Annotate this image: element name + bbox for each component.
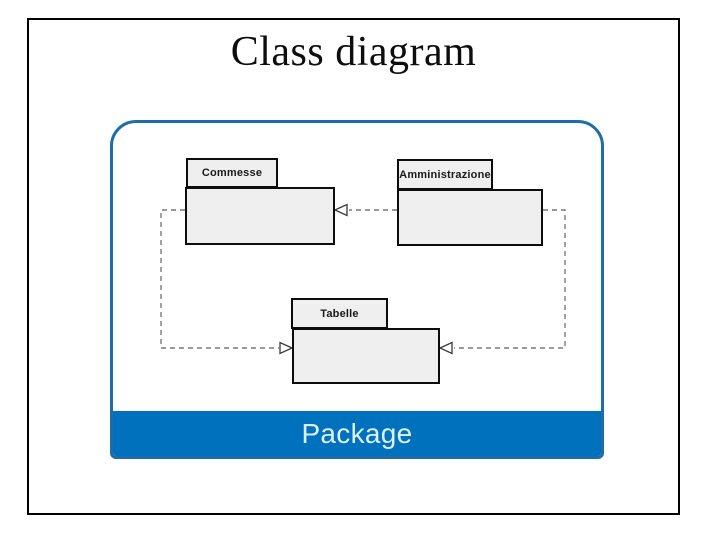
package-amministrazione-body bbox=[397, 189, 543, 246]
package-amministrazione-label: Amministrazione bbox=[399, 168, 491, 181]
open-arrowhead-left-icon bbox=[438, 341, 453, 355]
page-title: Class diagram bbox=[230, 29, 477, 75]
package-tabelle-body bbox=[292, 328, 440, 384]
package-container: Commesse Amministrazione Tabelle Package bbox=[110, 120, 604, 459]
package-tabelle-label: Tabelle bbox=[320, 307, 359, 320]
connector-ammin-tabelle bbox=[454, 209, 566, 349]
package-commesse-label: Commesse bbox=[201, 167, 263, 179]
open-arrowhead-left-icon bbox=[333, 203, 348, 217]
diagram-area: Commesse Amministrazione Tabelle bbox=[113, 123, 601, 413]
package-footer-bar: Package bbox=[113, 411, 601, 456]
open-arrowhead-right-icon bbox=[279, 341, 294, 355]
package-amministrazione-tab: Amministrazione bbox=[397, 159, 493, 190]
package-commesse-body bbox=[185, 187, 335, 245]
connector-commesse-tabelle bbox=[160, 209, 279, 349]
dependency-connectors bbox=[160, 203, 566, 355]
package-tabelle-tab: Tabelle bbox=[291, 298, 388, 329]
package-commesse-tab: Commesse bbox=[186, 158, 278, 188]
footer-label: Package bbox=[301, 417, 413, 449]
